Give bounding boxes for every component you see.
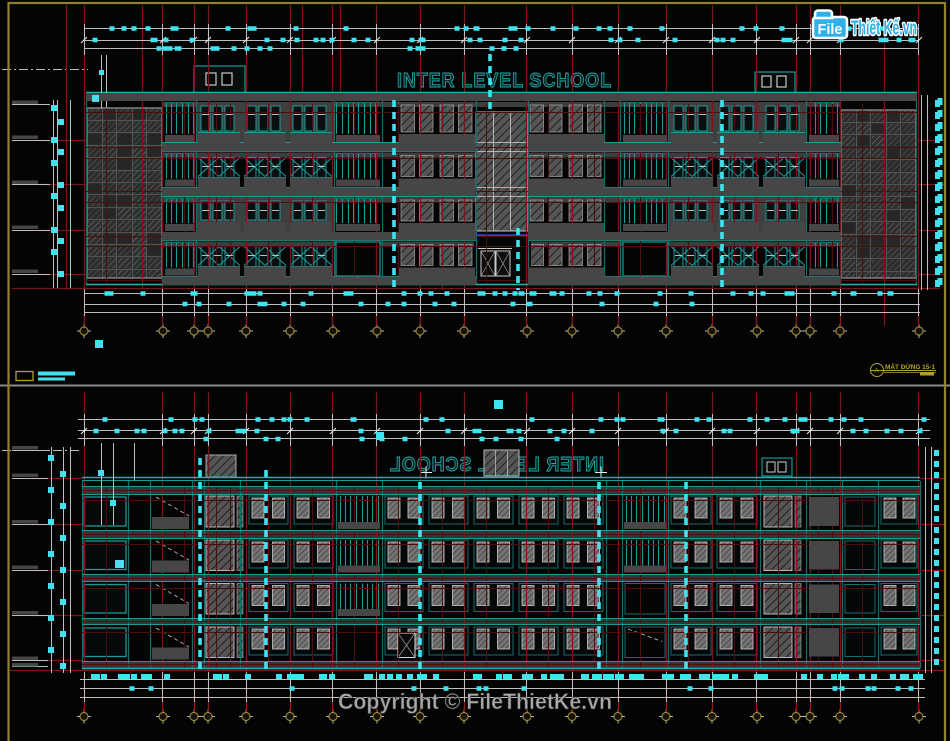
svg-text:INTER LEVEL SCHOOL: INTER LEVEL SCHOOL — [397, 70, 612, 92]
svg-text:Thiết Kế.vn: Thiết Kế.vn — [851, 18, 917, 40]
svg-text:MẶT ĐỨNG 15-1: MẶT ĐỨNG 15-1 — [885, 362, 935, 371]
svg-text:Copyright © FileThietKe.vn: Copyright © FileThietKe.vn — [338, 689, 612, 714]
svg-text:File: File — [818, 22, 843, 38]
svg-text:A: A — [875, 369, 879, 375]
